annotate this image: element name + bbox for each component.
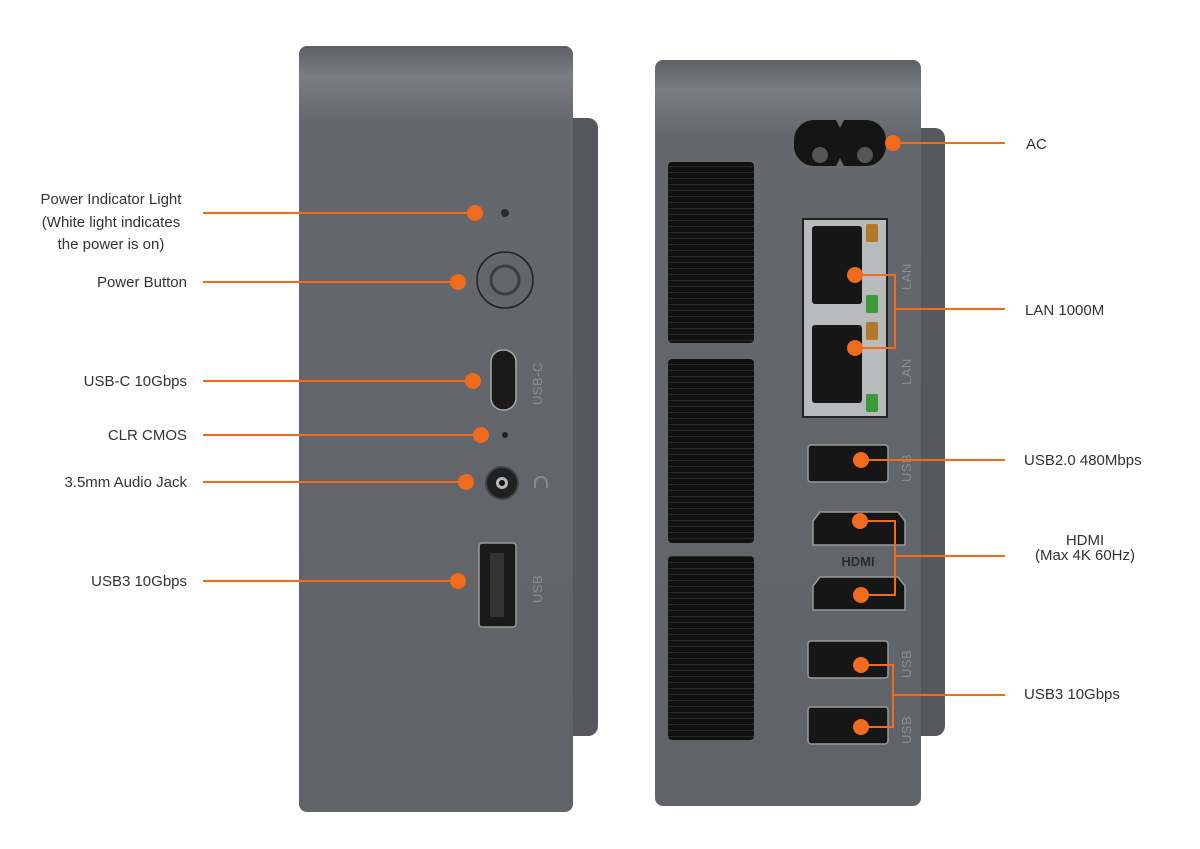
- ac-pin: [812, 147, 828, 163]
- lan-port-1[interactable]: [812, 226, 862, 304]
- label-clr-cmos: CLR CMOS: [108, 427, 187, 444]
- label-power-indicator: Power Indicator Light: [41, 191, 183, 208]
- front-labels: Power Indicator Light (White light indic…: [41, 191, 188, 590]
- front-body: [299, 46, 573, 812]
- vent-grille: [668, 359, 754, 543]
- callout-dot: [473, 427, 489, 443]
- lan-led-green: [866, 394, 878, 412]
- callout-dot: [853, 452, 869, 468]
- audio-jack-hole: [499, 480, 505, 486]
- hdmi-marking: HDMI: [841, 554, 874, 569]
- lan-port-2[interactable]: [812, 325, 862, 403]
- label-usb3-front: USB3 10Gbps: [91, 573, 187, 590]
- rear-labels: AC LAN 1000M USB2.0 480Mbps HDMI (Max 4K…: [1024, 136, 1142, 703]
- lan-marking: LAN: [899, 263, 914, 290]
- usb3-port-rear-1[interactable]: [807, 640, 889, 679]
- usb3-port-tongue: [490, 553, 504, 617]
- label-usb3-rear: USB3 10Gbps: [1024, 686, 1120, 703]
- usb-marking: USB: [899, 650, 914, 678]
- label-hdmi: HDMI: [1066, 532, 1104, 549]
- lan-marking: LAN: [899, 358, 914, 385]
- usb-marking: USB: [899, 716, 914, 744]
- lan-led-amber: [866, 224, 878, 242]
- lan-led-green: [866, 295, 878, 313]
- rear-callouts: [847, 135, 1005, 735]
- callout-dot: [467, 205, 483, 221]
- label-lan: LAN 1000M: [1025, 302, 1104, 319]
- callout-dot: [852, 513, 868, 529]
- label-usb2: USB2.0 480Mbps: [1024, 452, 1142, 469]
- front-callouts: [203, 205, 489, 589]
- headphone-icon: [534, 476, 548, 488]
- callout-dot: [458, 474, 474, 490]
- clr-cmos-hole[interactable]: [502, 432, 508, 438]
- label-power-button: Power Button: [97, 274, 187, 291]
- callout-dot: [450, 573, 466, 589]
- label-power-indicator-note: (White light indicates: [42, 214, 180, 231]
- callout-dot: [853, 587, 869, 603]
- callout-dot: [853, 657, 869, 673]
- vent-grille: [668, 162, 754, 343]
- rear-panel: LAN LAN USB HDMI USB USB: [655, 60, 945, 806]
- label-power-indicator-note-2: the power is on): [58, 236, 165, 253]
- callout-dot: [853, 719, 869, 735]
- callout-dot: [847, 340, 863, 356]
- lan-led-amber: [866, 322, 878, 340]
- power-icon: [489, 264, 521, 296]
- usb-marking-front: USB: [530, 575, 545, 603]
- label-usb-c: USB-C 10Gbps: [84, 373, 187, 390]
- callout-dot: [847, 267, 863, 283]
- label-audio-jack: 3.5mm Audio Jack: [64, 474, 187, 491]
- usb-c-port[interactable]: [490, 349, 517, 411]
- callout-dot: [885, 135, 901, 151]
- label-hdmi-note: (Max 4K 60Hz): [1035, 547, 1135, 564]
- power-button[interactable]: [476, 251, 534, 309]
- ac-pin: [857, 147, 873, 163]
- vent-grille: [668, 556, 754, 740]
- usb-c-marking: USB-C: [530, 362, 545, 405]
- usb3-port-rear-2[interactable]: [807, 706, 889, 745]
- usb2-port[interactable]: [807, 444, 889, 483]
- callout-dot: [450, 274, 466, 290]
- front-panel: USB-C USB: [299, 46, 598, 812]
- power-indicator-light: [501, 209, 509, 217]
- callout-dot: [465, 373, 481, 389]
- usb-marking: USB: [899, 454, 914, 482]
- label-ac: AC: [1026, 136, 1047, 153]
